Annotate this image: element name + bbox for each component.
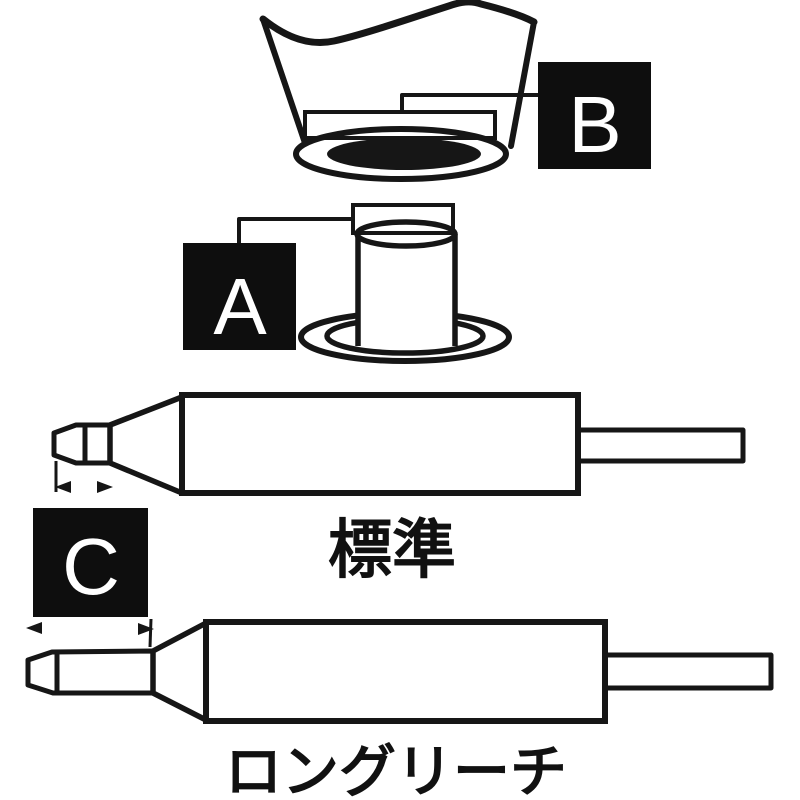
dimension-c-long-left-arrow [26, 622, 42, 634]
caption-standard: 標準 [328, 514, 456, 588]
label-box-b [538, 62, 651, 169]
dimension-c-long-right-arrow [138, 623, 154, 635]
standard-shaft [578, 427, 746, 464]
dimension-c-label: C [33, 508, 148, 617]
standard-tip-view: 標準 [51, 392, 746, 588]
long-shaft [605, 652, 774, 691]
standard-nose [51, 422, 113, 466]
long-cone [150, 619, 211, 724]
label-box-a [183, 243, 296, 350]
dimension-c-long-tick [148, 618, 153, 648]
label-a: A [213, 262, 267, 351]
caption-long-reach: ロングリーチ [225, 739, 567, 800]
standard-body [179, 392, 581, 496]
nozzle-left-side [260, 16, 308, 146]
dimension-c-std-left-arrow [55, 481, 71, 493]
nozzle-wavy-rim [259, 0, 538, 47]
standard-cone [107, 394, 185, 496]
label-c: C [62, 522, 120, 611]
label-box-c [33, 508, 148, 617]
dimension-b-leader-line [400, 93, 540, 112]
long-body [203, 619, 608, 724]
nozzle-opening [327, 138, 481, 170]
dimension-c-std-right-arrow [97, 481, 113, 493]
nozzle-right-side [508, 19, 537, 149]
sleeve-side-view: A [183, 203, 512, 364]
nozzle-front-view: B [259, 0, 651, 182]
cylinder-body-fill [358, 234, 455, 346]
label-b: B [568, 80, 621, 169]
long-nose [25, 648, 156, 696]
dimension-a-leader-line [237, 217, 353, 243]
long-reach-tip-view: ロングリーチ [25, 618, 774, 800]
